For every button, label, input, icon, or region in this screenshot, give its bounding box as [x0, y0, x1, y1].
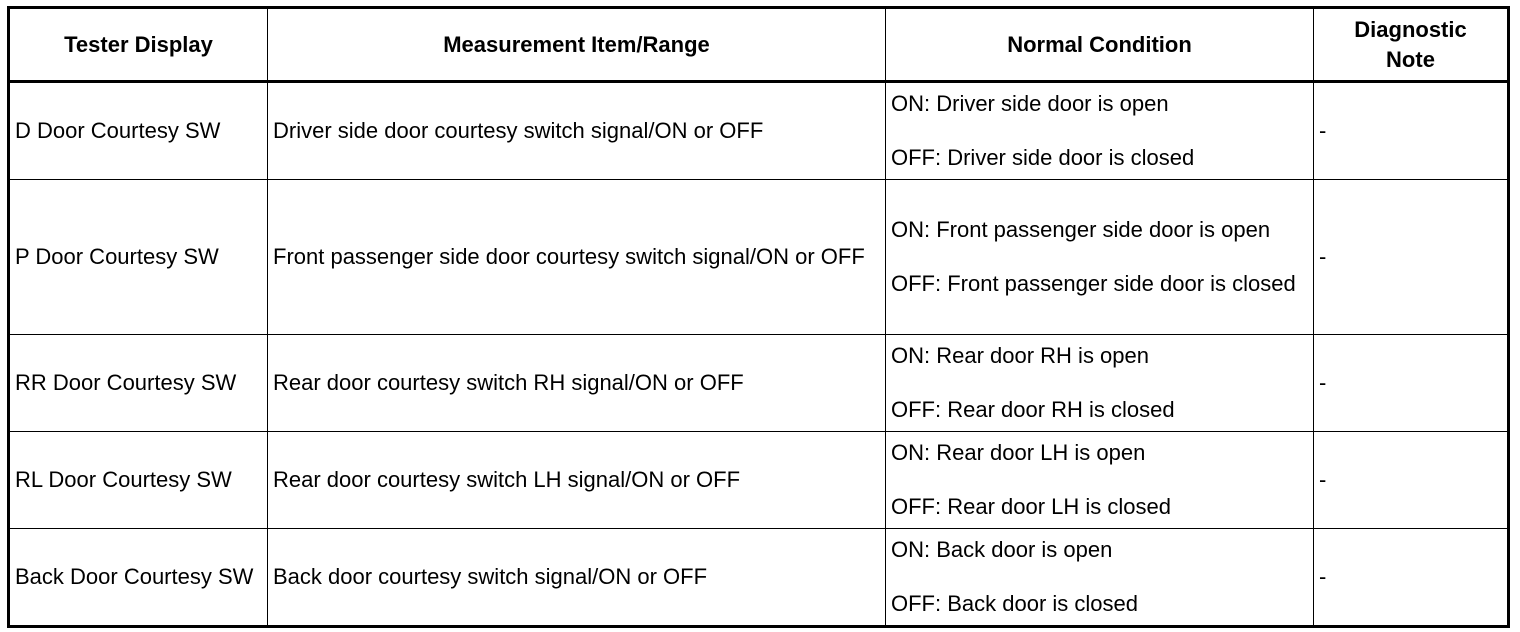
measurement-cell: Driver side door courtesy switch signal/…	[267, 81, 886, 180]
header-measurement-item: Measurement Item/Range	[267, 7, 886, 83]
condition-off-text: OFF: Rear door LH is closed	[891, 494, 1171, 519]
header-normal-condition: Normal Condition	[885, 7, 1314, 83]
condition-on-text: ON: Driver side door is open	[891, 91, 1169, 116]
normal-condition-cell: ON: Front passenger side door is open OF…	[885, 179, 1314, 335]
normal-condition-cell: ON: Driver side door is open OFF: Driver…	[885, 81, 1314, 180]
normal-condition-cell: ON: Rear door LH is open OFF: Rear door …	[885, 431, 1314, 529]
condition-on-text: ON: Front passenger side door is open	[891, 217, 1271, 242]
tester-display-cell: Back Door Courtesy SW	[8, 528, 268, 627]
table-row: D Door Courtesy SW Driver side door cour…	[8, 81, 1509, 180]
diagnostic-note-cell: -	[1313, 431, 1509, 529]
condition-off-text: OFF: Front passenger side door is closed	[891, 271, 1296, 296]
measurement-cell: Back door courtesy switch signal/ON or O…	[267, 528, 886, 627]
condition-off-text: OFF: Driver side door is closed	[891, 145, 1195, 170]
measurement-cell: Rear door courtesy switch RH signal/ON o…	[267, 334, 886, 432]
condition-on-text: ON: Back door is open	[891, 537, 1113, 562]
data-list-table: Tester Display Measurement Item/Range No…	[7, 6, 1510, 628]
normal-condition-cell: ON: Back door is open OFF: Back door is …	[885, 528, 1314, 627]
condition-on-text: ON: Rear door RH is open	[891, 343, 1149, 368]
table-header-row: Tester Display Measurement Item/Range No…	[8, 7, 1509, 83]
header-tester-display: Tester Display	[8, 7, 268, 83]
data-list-table-container: Tester Display Measurement Item/Range No…	[7, 6, 1510, 628]
condition-on-text: ON: Rear door LH is open	[891, 440, 1146, 465]
header-diagnostic-note: Diagnostic Note	[1313, 7, 1509, 83]
table-row: RL Door Courtesy SW Rear door courtesy s…	[8, 431, 1509, 529]
diagnostic-note-cell: -	[1313, 81, 1509, 180]
condition-off-text: OFF: Rear door RH is closed	[891, 397, 1175, 422]
condition-off-text: OFF: Back door is closed	[891, 591, 1138, 616]
tester-display-cell: RR Door Courtesy SW	[8, 334, 268, 432]
table-row: P Door Courtesy SW Front passenger side …	[8, 179, 1509, 335]
diagnostic-note-cell: -	[1313, 179, 1509, 335]
measurement-cell: Rear door courtesy switch LH signal/ON o…	[267, 431, 886, 529]
normal-condition-cell: ON: Rear door RH is open OFF: Rear door …	[885, 334, 1314, 432]
table-row: Back Door Courtesy SW Back door courtesy…	[8, 528, 1509, 627]
diagnostic-note-cell: -	[1313, 334, 1509, 432]
tester-display-cell: D Door Courtesy SW	[8, 81, 268, 180]
table-row: RR Door Courtesy SW Rear door courtesy s…	[8, 334, 1509, 432]
measurement-cell: Front passenger side door courtesy switc…	[267, 179, 886, 335]
tester-display-cell: RL Door Courtesy SW	[8, 431, 268, 529]
diagnostic-note-cell: -	[1313, 528, 1509, 627]
tester-display-cell: P Door Courtesy SW	[8, 179, 268, 335]
